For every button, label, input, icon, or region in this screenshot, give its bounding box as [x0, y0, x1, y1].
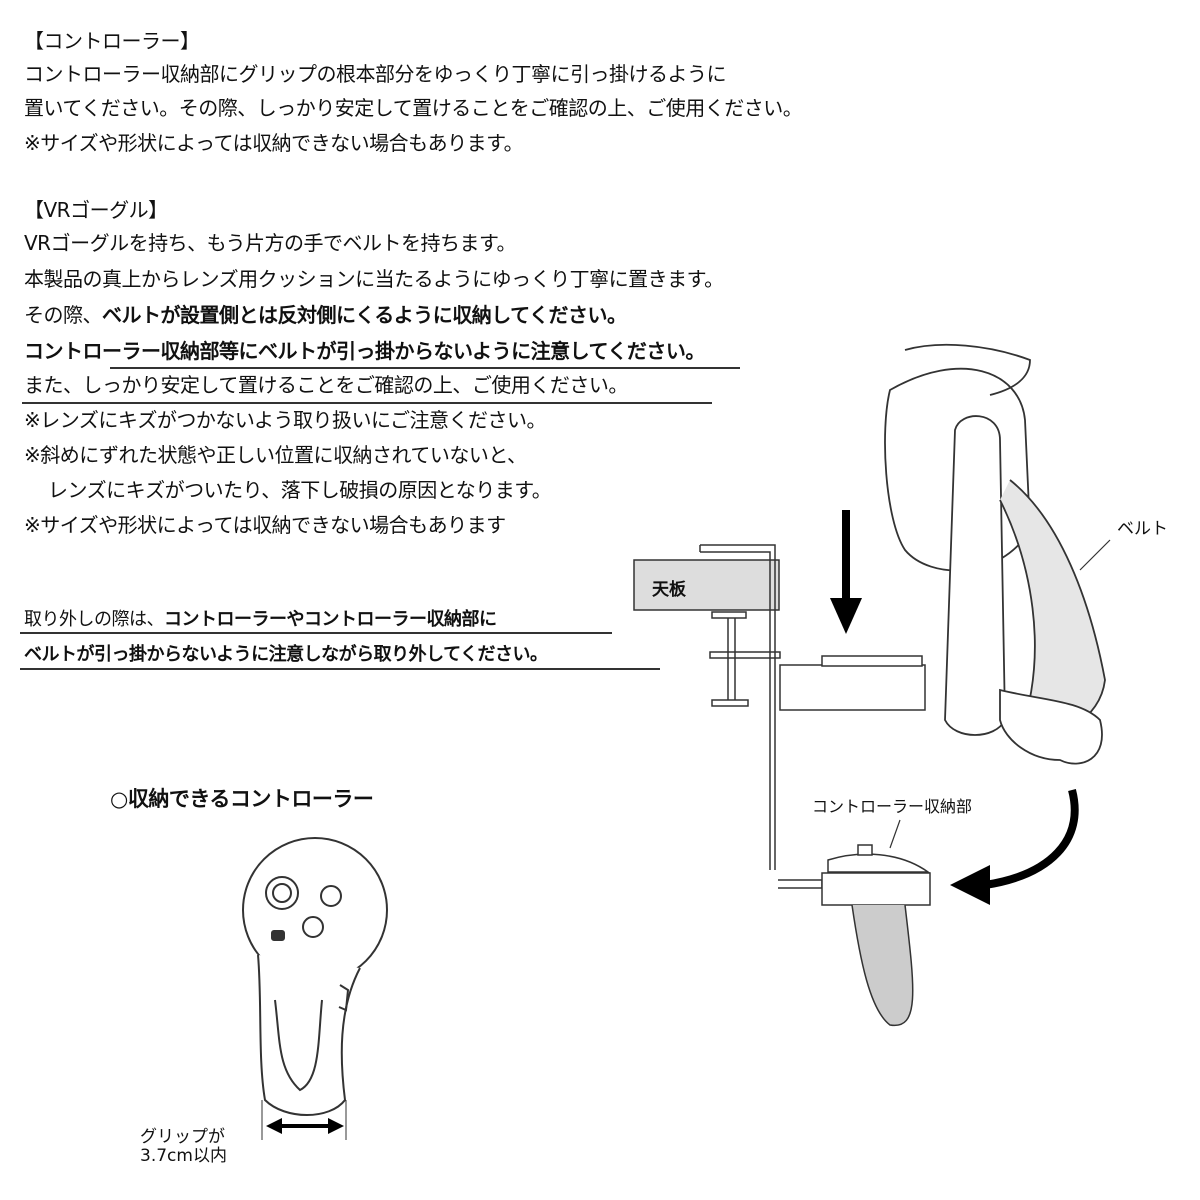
down-arrow-icon [830, 510, 862, 634]
controller-text-2: 置いてください。その際、しっかり安定して置けることをご確認の上、ご使用ください。 [24, 96, 803, 120]
controller-heading: 【コントローラー】 [24, 29, 200, 53]
vr-text-3-bold: ベルトが設置側とは反対側にくるように収納してください。 [102, 303, 627, 327]
tabletop-label: 天板 [652, 580, 686, 600]
vr-text-2: 本製品の真上からレンズ用クッションに当たるようにゆっくり丁寧に置きます。 [24, 267, 724, 291]
grip-label-line-1: グリップが [140, 1127, 225, 1147]
grip-width-arrow-icon [266, 1118, 344, 1134]
underline [110, 367, 740, 369]
removal-bold-1: コントローラーやコントローラー収納部に [164, 609, 497, 630]
compatible-controller-title: ○収納できるコントローラー [110, 787, 374, 811]
grip-label-line-2: 3.7cm以内 [140, 1146, 227, 1166]
belt-label: ベルト [1117, 519, 1168, 539]
vr-text-3-prefix: その際、 [24, 303, 103, 327]
vr-note-1: ※レンズにキズがつかないよう取り扱いにご注意ください。 [24, 408, 547, 432]
underline [22, 402, 712, 404]
vr-goggle-illustration [884, 343, 1106, 765]
vr-text-5: また、しっかり安定して置けることをご確認の上、ご使用ください。 [24, 373, 628, 397]
controller-illustration [242, 837, 388, 1140]
vr-text-4: コントローラー収納部等にベルトが引っ掛からないように注意してください。 [24, 339, 705, 363]
vr-note-2a: ※斜めにずれた状態や正しい位置に収納されていないと、 [24, 443, 527, 467]
vr-note-2b: レンズにキズがついたり、落下し破損の原因となります。 [48, 478, 552, 502]
vr-text-3: その際、ベルトが設置側とは反対側にくるように収納してください。 [24, 302, 627, 328]
curved-arrow-icon [950, 788, 1079, 905]
vr-note-3: ※サイズや形状によっては収納できない場合もあります [24, 513, 506, 537]
controller-text-3: ※サイズや形状によっては収納できない場合もあります。 [24, 131, 524, 155]
label-leader-lines [889, 539, 1111, 849]
vr-text-1: VRゴーグルを持ち、もう片方の手でベルトを持ちます。 [24, 231, 516, 255]
removal-prefix: 取り外しの際は、 [24, 609, 165, 630]
vr-heading: 【VRゴーグル】 [24, 198, 168, 222]
controller-text-1: コントローラー収納部にグリップの根本部分をゆっくり丁寧に引っ掛けるように [24, 62, 727, 86]
underline [20, 668, 660, 670]
stand-illustration [633, 544, 931, 1027]
removal-text-2: ベルトが引っ掛からないように注意しながら取り外してください。 [24, 644, 548, 665]
controller-holder-label: コントローラー収納部 [812, 797, 973, 816]
removal-text-1: 取り外しの際は、コントローラーやコントローラー収納部に [24, 607, 497, 633]
underline [20, 632, 612, 634]
